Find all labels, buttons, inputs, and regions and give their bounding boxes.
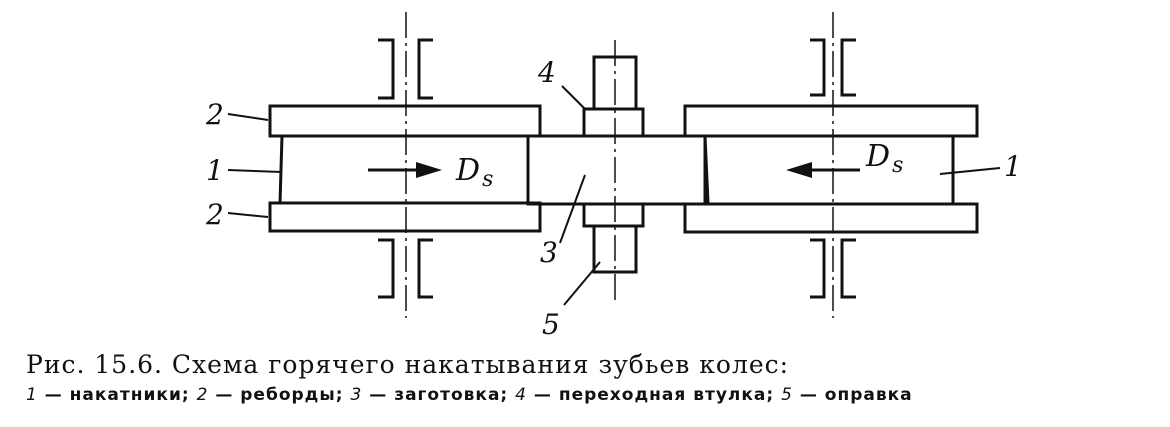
legend-text: накатники bbox=[69, 385, 182, 405]
right-lower-flange bbox=[683, 202, 979, 234]
leader-3 bbox=[559, 174, 586, 244]
leader-1-left bbox=[227, 169, 283, 173]
legend-item: 3 — заготовка; bbox=[350, 385, 509, 405]
label-mandrel: 5 bbox=[542, 308, 560, 341]
right-lower-bearing bbox=[810, 238, 856, 299]
leader-2-top bbox=[227, 113, 269, 121]
legend-num: 2 bbox=[196, 385, 209, 405]
label-flange-bottom: 2 bbox=[205, 198, 224, 231]
gear-rolling-diagram: 2 1 2 4 3 5 1 Ds Ds bbox=[205, 12, 1022, 341]
leader-1-right bbox=[939, 167, 1001, 175]
legend-text: переходная втулка bbox=[558, 385, 767, 405]
leader-5 bbox=[563, 261, 601, 306]
left-lower-flange bbox=[268, 201, 542, 233]
legend-item: 2 — реборды; bbox=[196, 385, 344, 405]
label-roll-left: 1 bbox=[206, 154, 224, 187]
leader-2-bottom bbox=[227, 212, 269, 218]
leader-4 bbox=[561, 85, 587, 111]
legend-num: 3 bbox=[350, 385, 363, 405]
figure-caption: Рис. 15.6. Схема горячего накатывания зу… bbox=[26, 350, 1166, 405]
label-bushing: 4 bbox=[537, 56, 556, 89]
legend-num: 5 bbox=[781, 385, 793, 405]
feed-label-right: Ds bbox=[865, 139, 903, 178]
upper-bushing bbox=[582, 107, 645, 138]
label-blank: 3 bbox=[540, 236, 558, 269]
right-upper-bearing bbox=[810, 38, 856, 97]
left-upper-bearing bbox=[378, 38, 433, 100]
blank bbox=[526, 134, 707, 206]
label-flange-top: 2 bbox=[205, 98, 224, 131]
caption-legend: 1 — накатники; 2 — реборды; 3 — заготовк… bbox=[26, 385, 1166, 405]
left-upper-flange bbox=[268, 104, 542, 138]
right-upper-flange bbox=[683, 104, 979, 138]
right-feed-arrow-icon bbox=[786, 162, 860, 178]
left-lower-bearing bbox=[378, 238, 433, 299]
legend-num: 4 bbox=[515, 385, 527, 405]
legend-text: реборды bbox=[240, 385, 336, 405]
lower-bushing bbox=[582, 202, 645, 228]
feed-label-left: Ds bbox=[455, 153, 493, 192]
legend-text: заготовка bbox=[394, 385, 501, 405]
legend-item: 5 — оправка bbox=[781, 385, 913, 405]
caption-title: Рис. 15.6. Схема горячего накатывания зу… bbox=[26, 350, 790, 379]
legend-item: 1 — накатники; bbox=[26, 385, 190, 405]
left-feed-arrow-icon bbox=[368, 162, 442, 178]
legend-item: 4 — переходная втулка; bbox=[515, 385, 775, 405]
legend-text: оправка bbox=[824, 385, 913, 405]
label-roll-right: 1 bbox=[1004, 150, 1022, 183]
legend-num: 1 bbox=[26, 385, 38, 405]
